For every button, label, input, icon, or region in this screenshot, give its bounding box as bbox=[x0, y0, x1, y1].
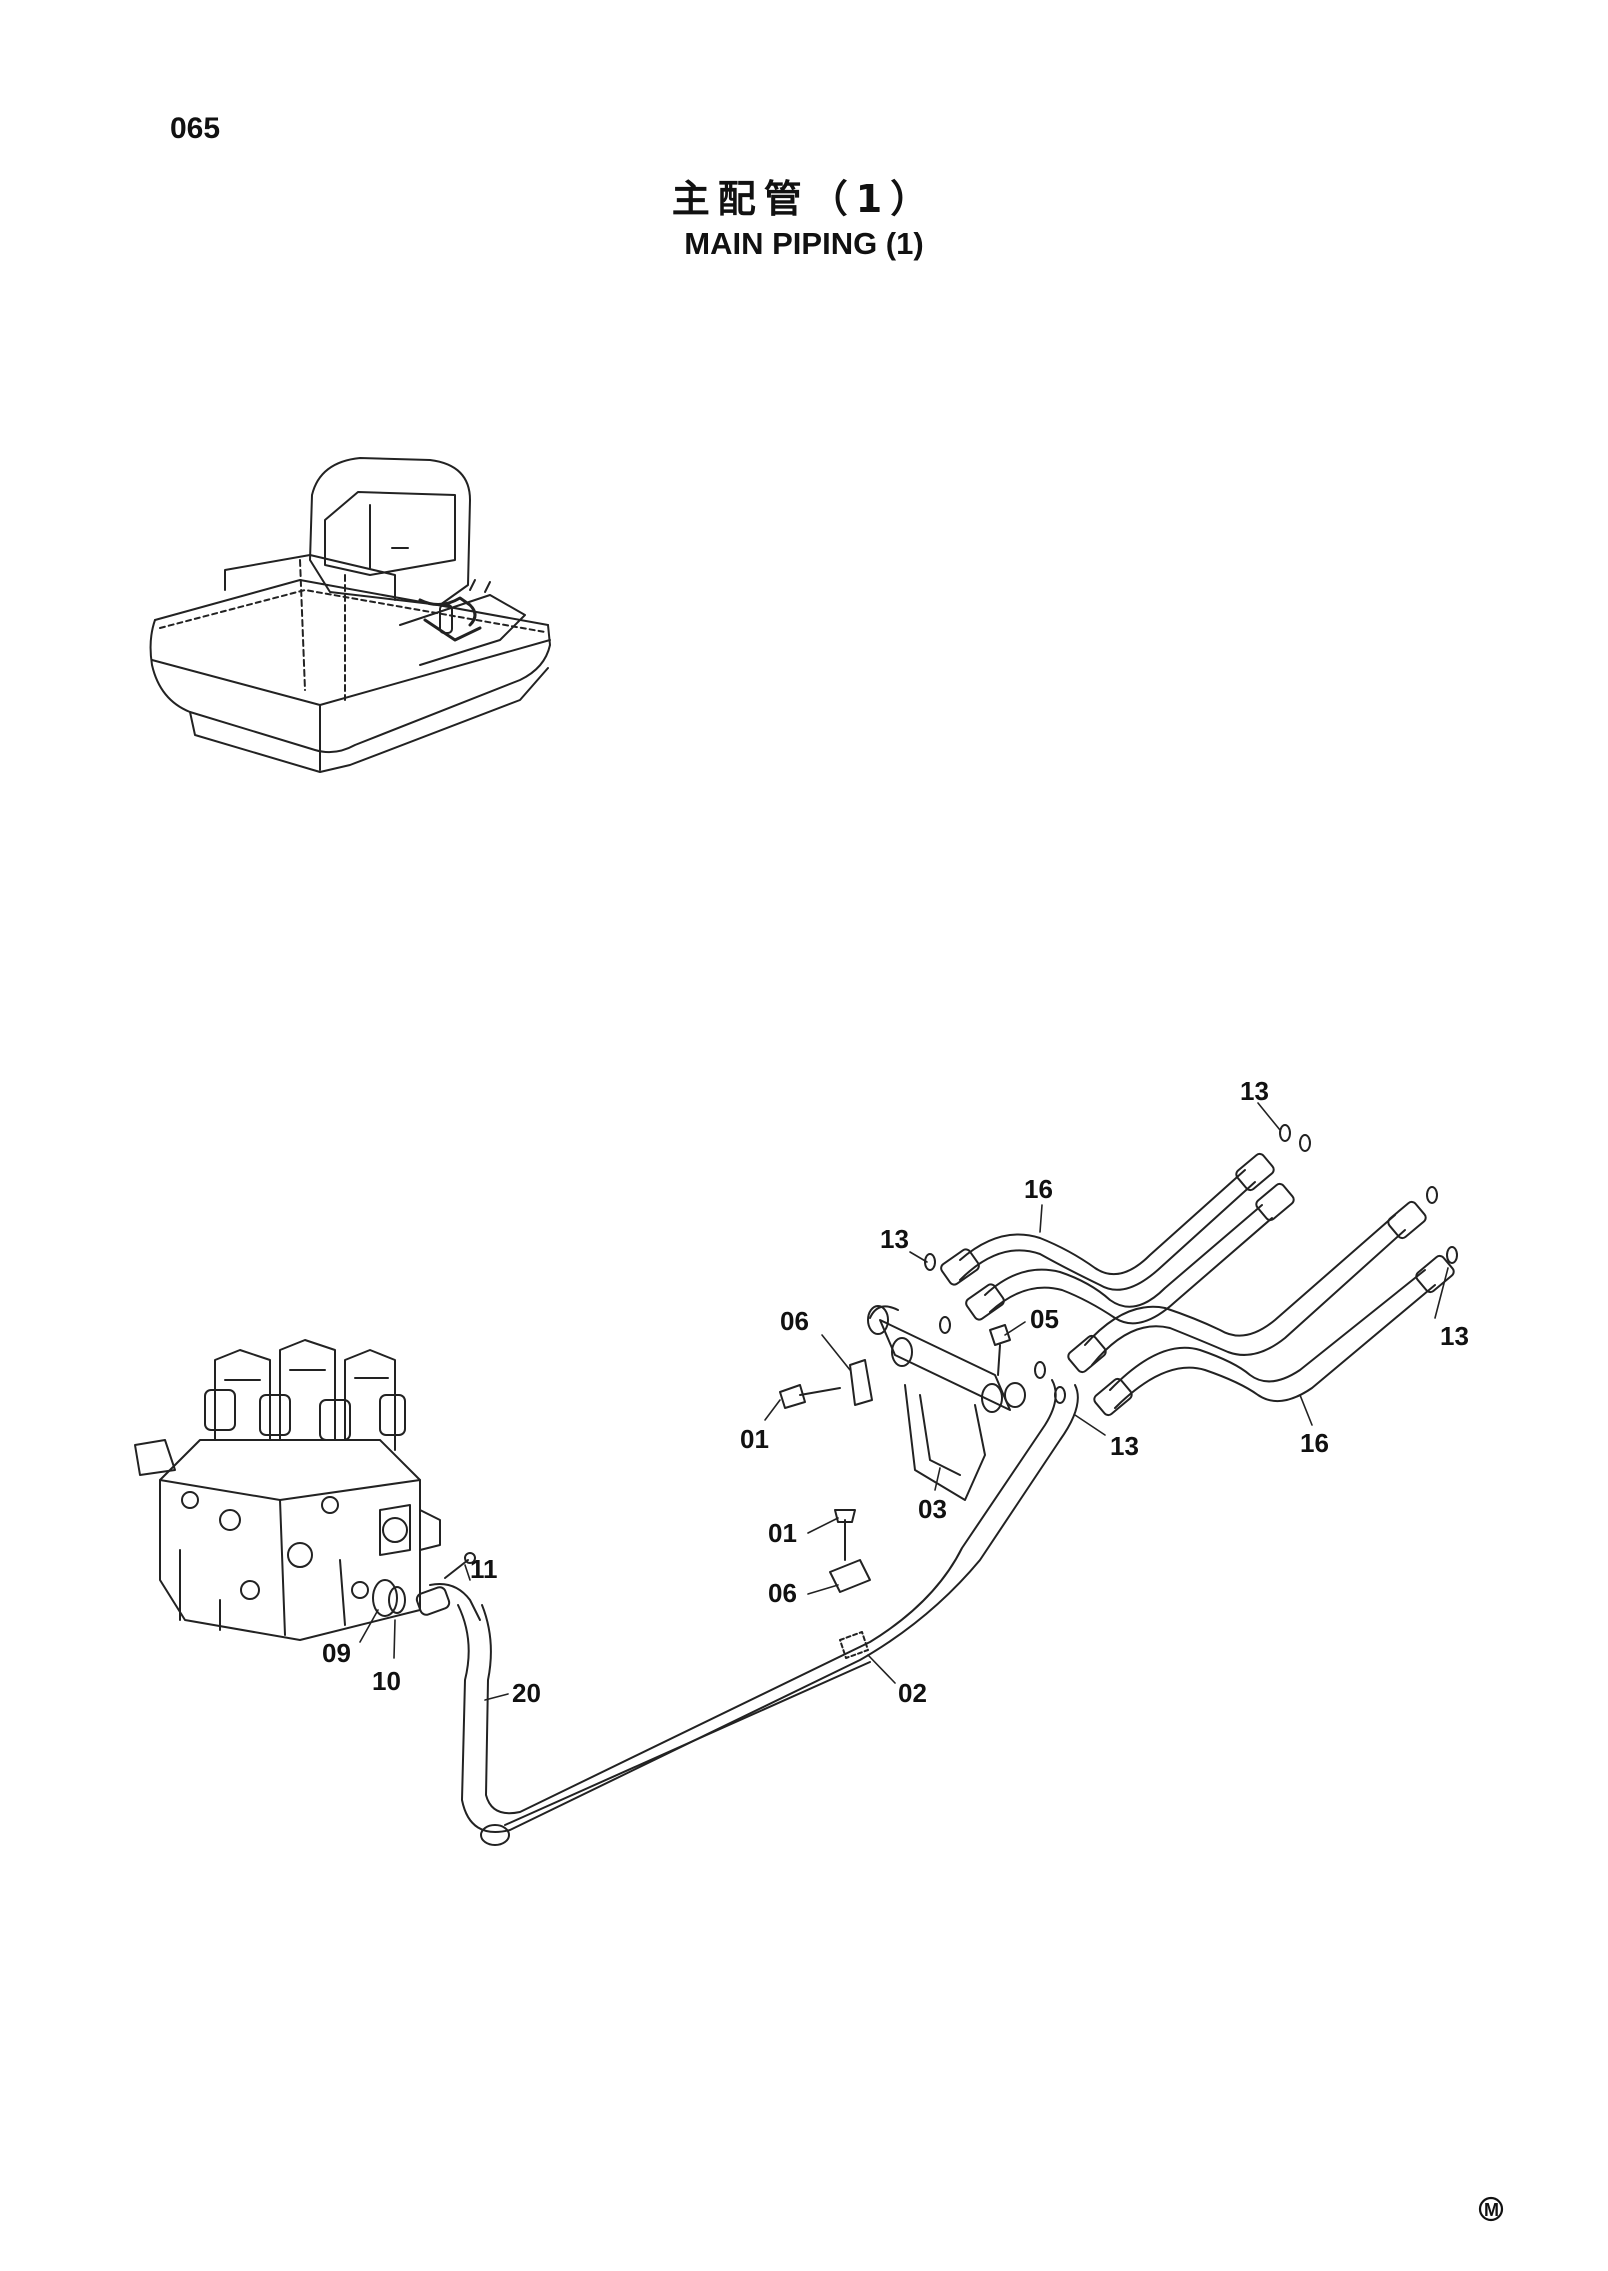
o-rings-13 bbox=[924, 1124, 1458, 1404]
callout-13-right: 13 bbox=[1440, 1321, 1469, 1351]
callout-labels: 13 16 13 06 05 13 01 03 13 16 01 06 11 0… bbox=[322, 1076, 1469, 1708]
leader-lines bbox=[359, 1102, 1449, 1701]
callout-03: 03 bbox=[918, 1494, 947, 1524]
clamp-lower bbox=[829, 1509, 871, 1659]
callout-09: 09 bbox=[322, 1638, 351, 1668]
clamp-upper bbox=[779, 1359, 873, 1409]
callout-11: 11 bbox=[470, 1554, 498, 1584]
callout-20: 20 bbox=[512, 1678, 541, 1708]
callout-13-middle: 13 bbox=[1110, 1431, 1139, 1461]
corner-mark-letter: M bbox=[1484, 2200, 1499, 2220]
excavator-overview-illustration bbox=[149, 457, 551, 773]
page-title-chinese: 主配管（1） bbox=[671, 177, 937, 221]
callout-05: 05 bbox=[1030, 1304, 1059, 1334]
page-number: 065 bbox=[170, 112, 221, 145]
control-valve-assembly bbox=[134, 1339, 441, 1641]
callout-01-lower: 01 bbox=[768, 1518, 797, 1548]
callout-13-left: 13 bbox=[880, 1224, 909, 1254]
callout-16-bottom: 16 bbox=[1300, 1428, 1329, 1458]
bolt-05 bbox=[989, 1324, 1011, 1376]
callout-16-top: 16 bbox=[1024, 1174, 1053, 1204]
callout-06-upper: 06 bbox=[780, 1306, 809, 1336]
callout-13-top: 13 bbox=[1240, 1076, 1269, 1106]
callout-06-lower: 06 bbox=[768, 1578, 797, 1608]
page-title-english: MAIN PIPING (1) bbox=[684, 226, 924, 261]
callout-02: 02 bbox=[898, 1678, 927, 1708]
callout-01-upper: 01 bbox=[740, 1424, 769, 1454]
callout-10: 10 bbox=[372, 1666, 401, 1696]
corner-mark: M bbox=[1478, 2196, 1504, 2222]
manifold-bracket bbox=[867, 1305, 1026, 1501]
pipe-20 bbox=[415, 1379, 1079, 1846]
flange-and-bolt bbox=[372, 1552, 476, 1617]
hoses-16 bbox=[940, 1152, 1455, 1417]
